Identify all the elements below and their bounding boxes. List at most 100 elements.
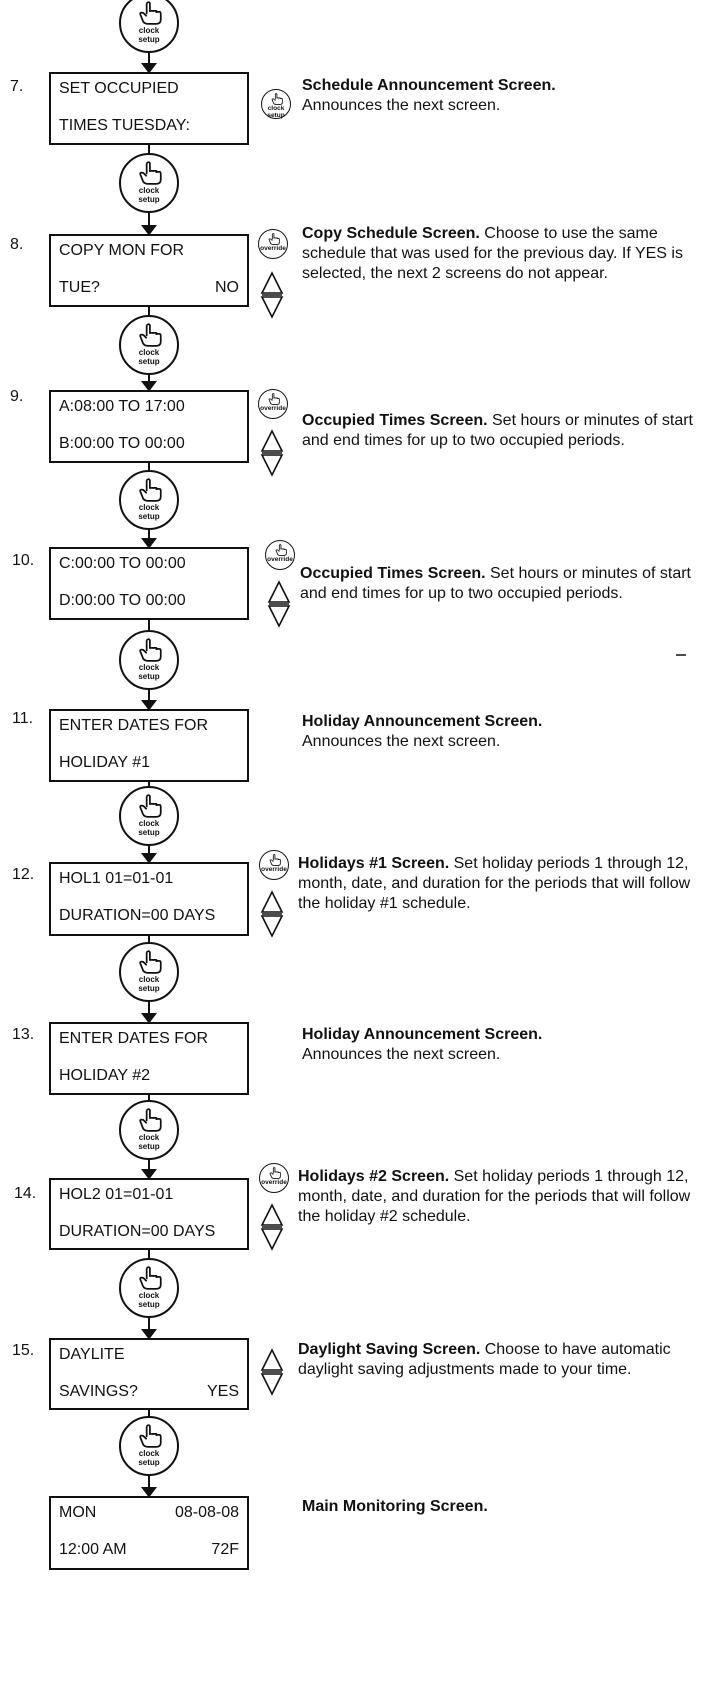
- lcd-line-1: HOL2 01=01-01: [59, 1186, 174, 1203]
- up-down-arrows-icon[interactable]: [260, 271, 284, 319]
- lcd-screen: MON 08-08-08 12:00 AM 72F: [49, 1496, 249, 1570]
- lcd-line-2: DURATION=00 DAYS: [59, 1223, 216, 1240]
- lcd-date: 08-08-08: [174, 1504, 239, 1521]
- lcd-line-1: A:08:00 TO 17:00: [59, 398, 185, 415]
- hand-icon: [138, 950, 164, 974]
- step-description: Holiday Announcement Screen. Announces th…: [302, 1025, 682, 1065]
- step-number: 14.: [14, 1185, 37, 1202]
- lcd-line-2: SAVINGS?: [59, 1383, 138, 1400]
- step-description: Holidays #1 Screen. Set holiday periods …: [298, 854, 698, 914]
- hand-icon: [138, 638, 164, 662]
- hand-icon: [268, 233, 281, 245]
- override-button[interactable]: override: [265, 540, 295, 570]
- lcd-line-2: TIMES TUESDAY:: [59, 117, 190, 134]
- step-number: 15.: [12, 1342, 35, 1359]
- up-down-arrows-icon[interactable]: [260, 429, 284, 477]
- step-text: Set hours or minutes of start and end ti…: [302, 412, 693, 449]
- step-number: 11.: [12, 710, 34, 727]
- override-button[interactable]: override: [258, 229, 288, 259]
- hand-icon: [138, 1424, 164, 1448]
- up-down-arrows-icon[interactable]: [260, 1348, 284, 1396]
- lcd-screen: SET OCCUPIED TIMES TUESDAY:: [49, 72, 249, 145]
- lcd-line-2: DURATION=00 DAYS: [59, 907, 216, 924]
- step-description: Occupied Times Screen. Set hours or minu…: [300, 564, 700, 604]
- lcd-line-2: HOLIDAY #1: [59, 754, 151, 771]
- lcd-line-2: D:00:00 TO 00:00: [59, 592, 186, 609]
- step-description: Schedule Announcement Screen. Announces t…: [302, 76, 682, 116]
- step-description: Holidays #2 Screen. Set holiday periods …: [298, 1167, 698, 1227]
- up-down-arrows-icon[interactable]: [260, 890, 284, 938]
- step-title: Schedule Announcement Screen.: [302, 77, 556, 94]
- step-text: Announces the next screen.: [302, 97, 501, 114]
- hand-icon: [138, 323, 164, 347]
- step-description: Daylight Saving Screen. Choose to have a…: [298, 1340, 698, 1380]
- lcd-line-1: ENTER DATES FOR: [59, 1030, 209, 1047]
- lcd-screen: ENTER DATES FOR HOLIDAY #1: [49, 709, 249, 782]
- lcd-screen: DAYLITE SAVINGS? YES: [49, 1338, 249, 1410]
- step-text: Announces the next screen.: [302, 1046, 501, 1063]
- lcd-value: NO: [215, 279, 239, 296]
- lcd-line-1: DAYLITE: [59, 1346, 125, 1363]
- step-text: Choose to use the same schedule that was…: [302, 225, 683, 282]
- lcd-temperature: 72F: [211, 1541, 239, 1558]
- hand-icon: [138, 1266, 164, 1290]
- step-text: Set holiday periods 1 through 12, month,…: [298, 855, 691, 912]
- lcd-screen: COPY MON FOR TUE? NO: [49, 234, 249, 307]
- step-title: Occupied Times Screen.: [300, 565, 486, 582]
- lcd-screen: HOL1 01=01-01 DURATION=00 DAYS: [49, 862, 249, 936]
- lcd-line-1: C:00:00 TO 00:00: [59, 555, 186, 572]
- hand-icon: [138, 161, 164, 185]
- step-title: Daylight Saving Screen.: [298, 1341, 481, 1358]
- step-number: 13.: [12, 1026, 35, 1043]
- override-button[interactable]: override: [259, 850, 289, 880]
- lcd-line-1: SET OCCUPIED: [59, 80, 179, 97]
- step-description: Occupied Times Screen. Set hours or minu…: [302, 411, 702, 451]
- lcd-screen: ENTER DATES FOR HOLIDAY #2: [49, 1022, 249, 1095]
- step-text: Announces the next screen.: [302, 733, 501, 750]
- step-title: Occupied Times Screen.: [302, 412, 488, 429]
- lcd-screen: A:08:00 TO 17:00 B:00:00 TO 00:00: [49, 390, 249, 463]
- lcd-day: MON: [59, 1504, 97, 1521]
- step-description: Holiday Announcement Screen.Announces th…: [302, 712, 682, 752]
- hand-icon: [138, 1108, 164, 1132]
- lcd-line-1: COPY MON FOR: [59, 242, 185, 259]
- step-title: Copy Schedule Screen.: [302, 225, 480, 242]
- override-button[interactable]: override: [258, 389, 288, 419]
- step-title: Main Monitoring Screen.: [302, 1498, 488, 1515]
- lcd-line-2: B:00:00 TO 00:00: [59, 435, 185, 452]
- lcd-line-2: HOLIDAY #2: [59, 1067, 151, 1084]
- step-number: 8.: [10, 236, 24, 253]
- up-down-arrows-icon[interactable]: [260, 1203, 284, 1251]
- hand-icon: [138, 794, 164, 818]
- step-number: 9.: [10, 388, 24, 405]
- up-down-arrows-icon[interactable]: [267, 580, 291, 628]
- hand-icon: [275, 544, 288, 556]
- step-description: Copy Schedule Screen. Choose to use the …: [302, 224, 692, 284]
- hand-icon: [269, 1167, 282, 1179]
- step-number: 7.: [10, 78, 24, 95]
- override-button[interactable]: override: [259, 1163, 289, 1193]
- step-text: Set holiday periods 1 through 12, month,…: [298, 1168, 691, 1225]
- step-text: Choose to have automatic daylight saving…: [298, 1341, 671, 1378]
- step-number: 10.: [12, 552, 35, 569]
- lcd-line-1: ENTER DATES FOR: [59, 717, 209, 734]
- step-title: Holidays #2 Screen.: [298, 1168, 450, 1185]
- lcd-value: YES: [206, 1383, 239, 1400]
- lcd-line-2: TUE?: [59, 279, 100, 296]
- step-description: Main Monitoring Screen.: [302, 1497, 682, 1517]
- step-title: Holiday Announcement Screen.: [302, 1026, 543, 1043]
- lcd-time: 12:00 AM: [59, 1541, 127, 1558]
